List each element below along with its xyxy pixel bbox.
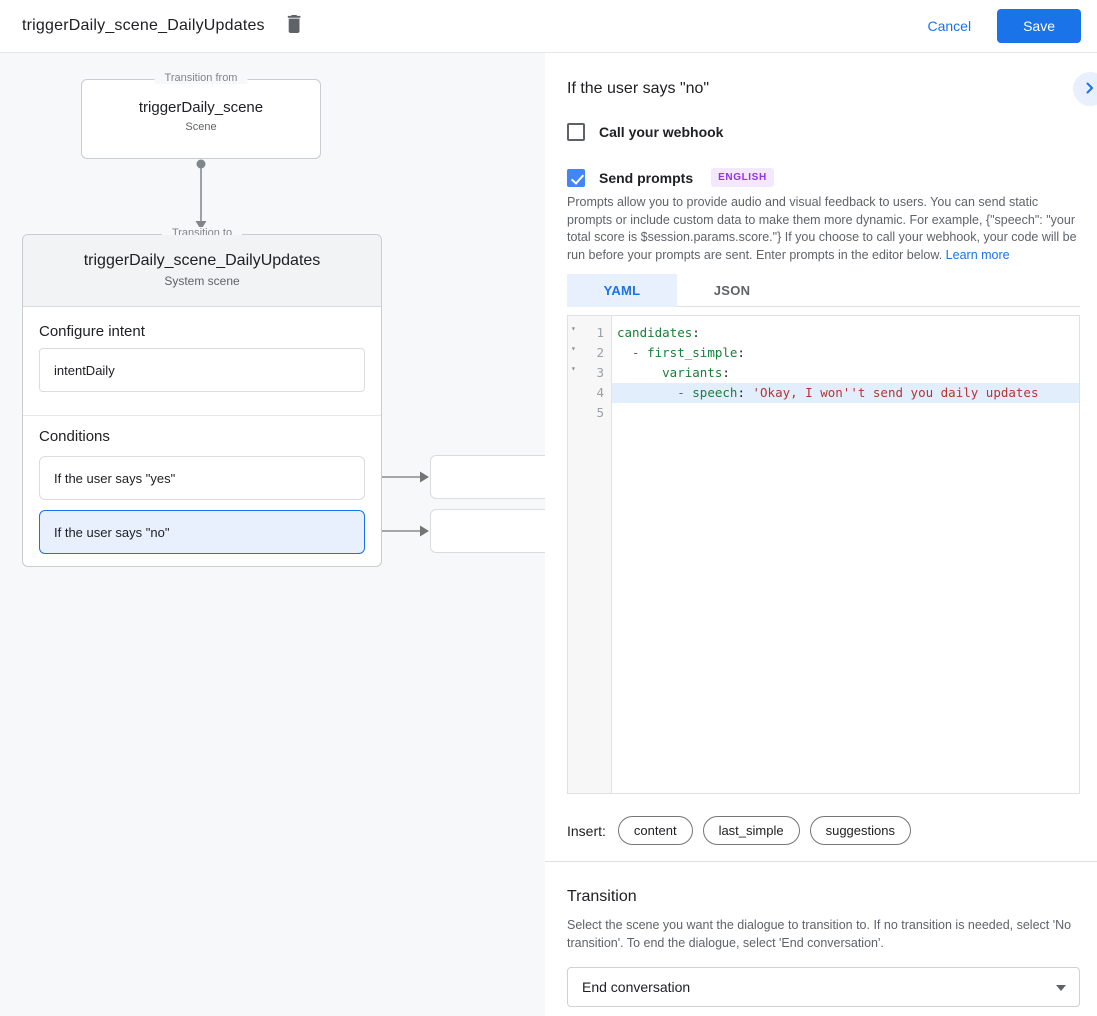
from-scene-type: Scene (185, 121, 217, 133)
line-number: 2 (596, 345, 604, 360)
tab-yaml[interactable]: YAML (567, 274, 677, 307)
from-scene-name: triggerDaily_scene (138, 99, 264, 116)
conditions-label: Conditions (39, 428, 110, 445)
description-text: Prompts allow you to provide audio and v… (567, 195, 1077, 262)
tab-json[interactable]: JSON (713, 283, 751, 298)
code-line: variants: (662, 365, 730, 380)
transition-description: Select the scene you want the dialogue t… (567, 918, 1072, 950)
line-number: 4 (596, 385, 604, 400)
insert-label: Insert: (567, 822, 606, 839)
learn-more-link[interactable]: Learn more (945, 247, 1010, 262)
transition-section-title: Transition (567, 888, 637, 905)
code-line: - first_simple: (617, 345, 745, 360)
fold-arrow-icon[interactable]: ▾ (571, 364, 576, 373)
condition-label: If the user says "yes" (54, 470, 176, 486)
insert-chip-suggestions[interactable]: suggestions (809, 816, 911, 845)
prompts-description: Prompts allow you to provide audio and v… (567, 194, 1083, 264)
code-line: candidates: (617, 325, 700, 340)
line-number: 1 (596, 325, 604, 340)
condition-item-no[interactable]: If the user says "no" (39, 510, 365, 554)
line-number: 3 (596, 365, 604, 380)
configure-intent-label: Configure intent (39, 323, 145, 340)
condition-target-node[interactable] (430, 509, 545, 553)
language-badge: ENGLISH (711, 168, 774, 187)
editor-format-tabs: YAML JSON (567, 274, 1080, 307)
send-prompts-label: Send prompts (599, 169, 694, 186)
transition-from-legend: Transition from (154, 72, 248, 84)
insert-chip-content[interactable]: content (617, 816, 693, 845)
intent-name: intentDaily (54, 362, 115, 378)
insert-chip-last-simple[interactable]: last_simple (702, 816, 800, 845)
collapse-panel-button[interactable] (1073, 72, 1097, 106)
panel-title: If the user says "no" (567, 80, 710, 97)
transition-dropdown-value: End conversation (582, 979, 691, 995)
line-number: 5 (596, 405, 604, 420)
code-line (612, 403, 1079, 423)
transition-to-node: Transition to triggerDaily_scene_DailyUp… (22, 227, 382, 567)
send-prompts-row: Send prompts ENGLISH (567, 168, 774, 187)
app-header: triggerDaily_scene_DailyUpdates Cancel S… (0, 0, 1097, 53)
call-webhook-checkbox[interactable] (567, 123, 585, 141)
transition-dropdown[interactable]: End conversation (567, 967, 1080, 1007)
dropdown-caret-icon (1056, 985, 1066, 991)
prompt-code-editor[interactable]: ▾ 1 ▾ 2 ▾ 3 4 5 candidates: - first_simple:… (567, 315, 1080, 794)
call-webhook-row: Call your webhook (567, 123, 723, 141)
condition-label: If the user says "no" (54, 524, 170, 540)
editor-code-area[interactable]: candidates: - first_simple: variants: - … (612, 316, 1079, 793)
send-prompts-checkbox[interactable] (567, 168, 585, 187)
insert-row: Insert: content last_simple suggestions (567, 816, 911, 845)
code-line-highlighted: - speech: 'Okay, I won''t send you daily… (612, 383, 1079, 403)
condition-item-yes[interactable]: If the user says "yes" (39, 456, 365, 500)
trash-icon (286, 14, 304, 38)
condition-target-node[interactable] (430, 455, 545, 499)
panel-divider (545, 861, 1097, 862)
delete-scene-button[interactable] (283, 14, 307, 38)
save-button[interactable]: Save (997, 9, 1081, 43)
cancel-button[interactable]: Cancel (927, 18, 972, 34)
page-title: triggerDaily_scene_DailyUpdates (22, 17, 265, 34)
fold-arrow-icon[interactable]: ▾ (571, 344, 576, 353)
editor-gutter: ▾ 1 ▾ 2 ▾ 3 4 5 (568, 316, 612, 793)
to-scene-header[interactable]: triggerDaily_scene_DailyUpdates System s… (23, 235, 381, 307)
call-webhook-label: Call your webhook (599, 124, 724, 140)
scene-diagram-canvas: Transition from triggerDaily_scene Scene… (0, 53, 545, 1016)
intent-item[interactable]: intentDaily (39, 348, 365, 392)
condition-detail-panel: If the user says "no" Call your webhook … (545, 53, 1097, 1016)
transition-from-node[interactable]: Transition from triggerDaily_scene Scene (81, 72, 321, 159)
fold-arrow-icon[interactable]: ▾ (571, 324, 576, 333)
section-divider (23, 415, 381, 416)
to-scene-name: triggerDaily_scene_DailyUpdates (83, 252, 321, 269)
chevron-right-icon (1084, 82, 1096, 97)
to-scene-type: System scene (164, 274, 240, 288)
